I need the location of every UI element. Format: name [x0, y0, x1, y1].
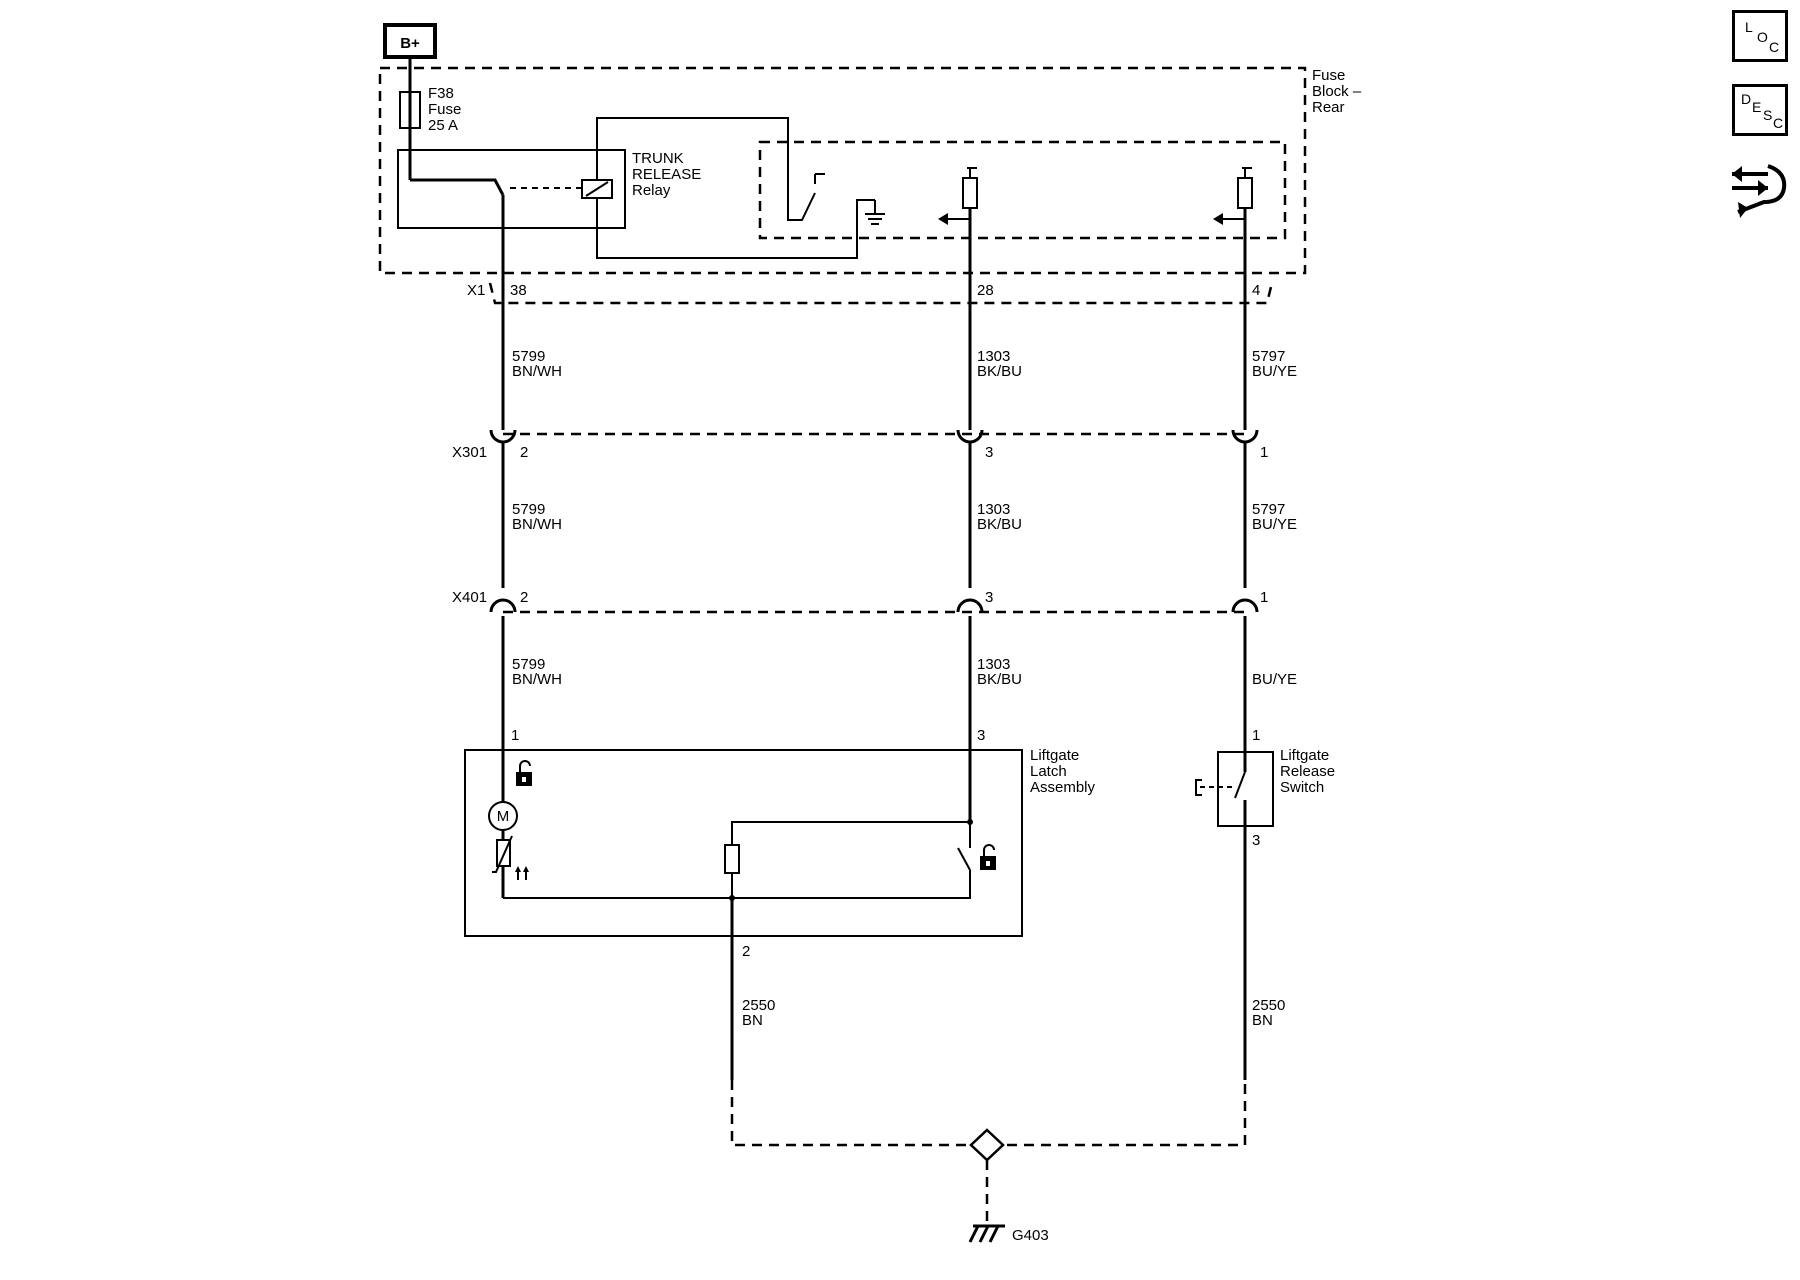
splice-diamond: [969, 1128, 1005, 1162]
fuse-block-outline: [378, 66, 1307, 275]
switch-pin-3: 3: [1252, 832, 1260, 849]
ground-left-color: BN: [742, 1012, 763, 1029]
fuse-block-label-3: Rear: [1312, 99, 1345, 116]
loc-letter-o: O: [1757, 29, 1768, 45]
ground-right-num: 2550: [1252, 997, 1285, 1014]
latch-label-1: Liftgate: [1030, 747, 1079, 764]
wire-seg1-a-color: BN/WH: [512, 363, 562, 380]
fuse-label-1: F38: [428, 85, 454, 102]
wire-seg2-a-num: 5799: [512, 501, 545, 518]
relay-box: [397, 149, 626, 229]
ground-right-color: BN: [1252, 1012, 1273, 1029]
wire-seg2-c-num: 5797: [1252, 501, 1285, 518]
connector-x1: [488, 282, 1274, 305]
unlock-icon: [980, 844, 996, 870]
wire-seg2-c-color: BU/YE: [1252, 516, 1297, 533]
desc-letter-c: C: [1773, 115, 1784, 131]
x1-pin-28: 28: [977, 282, 994, 299]
latch-pin-1: 1: [511, 727, 519, 744]
x401-name: X401: [452, 589, 487, 606]
wire-seg2-b-color: BK/BU: [977, 516, 1022, 533]
loc-letter-l: L: [1745, 19, 1753, 35]
wire-seg1-b-num: 1303: [977, 348, 1010, 365]
pullup-resistor-4: [1237, 177, 1253, 209]
latch-label-2: Latch: [1030, 763, 1067, 780]
wire-seg3-b-color: BK/BU: [977, 671, 1022, 688]
inner-module-outline: [758, 140, 1287, 240]
relay-label-1: TRUNK: [632, 150, 684, 167]
x1-pin-4: 4: [1252, 282, 1260, 299]
loc-letter-c: C: [1769, 39, 1780, 55]
desc-letter-d: D: [1741, 91, 1752, 107]
liftgate-latch-box: [464, 749, 1023, 937]
location-view-button[interactable]: L O C: [1732, 10, 1788, 62]
fuse-label-2: Fuse: [428, 101, 461, 118]
latch-label-3: Assembly: [1030, 779, 1096, 796]
switch-label-2: Release: [1280, 763, 1335, 780]
x301-pin-2: 2: [520, 444, 528, 461]
x301-pin-1: 1: [1260, 444, 1268, 461]
unlock-icon: [516, 760, 532, 786]
wire-seg2-b-num: 1303: [977, 501, 1010, 518]
x301-name: X301: [452, 444, 487, 461]
motor-label: M: [497, 808, 510, 825]
switch-pin-1: 1: [1252, 727, 1260, 744]
ground-left-num: 2550: [742, 997, 775, 1014]
wire-seg2-a-color: BN/WH: [512, 516, 562, 533]
relay-label-2: RELEASE: [632, 166, 701, 183]
wire-seg1-b-color: BK/BU: [977, 363, 1022, 380]
x401-pin-1: 1: [1260, 589, 1268, 606]
desc-letter-e: E: [1752, 99, 1762, 115]
desc-letter-s: S: [1763, 107, 1773, 123]
latch-resistor: [724, 844, 740, 874]
latch-pin-3: 3: [977, 727, 985, 744]
pullup-resistor-28: [962, 177, 978, 209]
x1-name: X1: [467, 282, 485, 299]
latch-pin-2: 2: [742, 943, 750, 960]
fuse-block-label-2: Block –: [1312, 83, 1362, 100]
wire-seg3-a-num: 5799: [512, 656, 545, 673]
ground-label: G403: [1012, 1227, 1049, 1244]
fuse-block-label-1: Fuse: [1312, 67, 1345, 84]
switch-label-1: Liftgate: [1280, 747, 1329, 764]
x401-pin-2: 2: [520, 589, 528, 606]
wire-seg1-c-color: BU/YE: [1252, 363, 1297, 380]
wire-seg1-a-num: 5799: [512, 348, 545, 365]
relay-label-3: Relay: [632, 182, 671, 199]
wire-seg3-a-color: BN/WH: [512, 671, 562, 688]
power-label: B+: [400, 35, 420, 52]
x301-pin-3: 3: [985, 444, 993, 461]
x401-pin-3: 3: [985, 589, 993, 606]
wire-seg1-c-num: 5797: [1252, 348, 1285, 365]
wire-seg3-c-color: BU/YE: [1252, 671, 1297, 688]
fuse-label-3: 25 A: [428, 117, 458, 134]
x1-pin-38: 38: [510, 282, 527, 299]
wire-seg3-b-num: 1303: [977, 656, 1010, 673]
description-view-button[interactable]: D E S C: [1732, 84, 1788, 136]
switch-label-3: Switch: [1280, 779, 1324, 796]
chassis-ground-icon: [968, 1224, 1005, 1243]
connector-tool-icon[interactable]: [1728, 158, 1788, 222]
